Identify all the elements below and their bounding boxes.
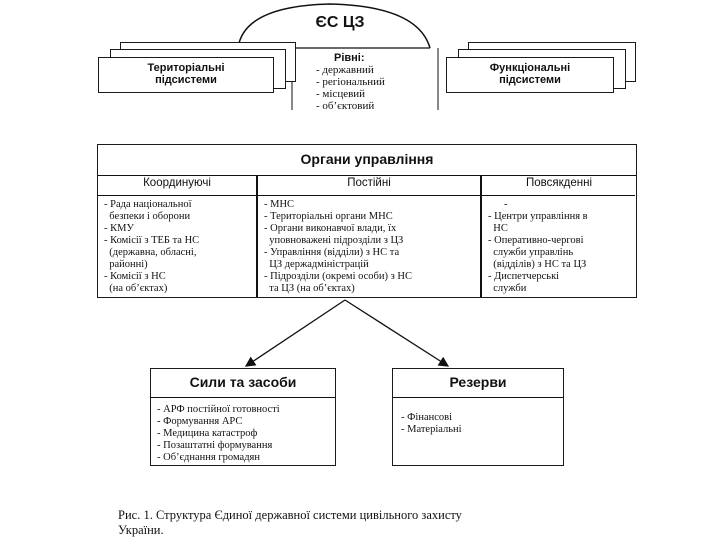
level-item: - державний bbox=[316, 64, 374, 76]
levels-title: Рівні: bbox=[334, 52, 365, 64]
caption-line-2: України. bbox=[118, 523, 164, 537]
list-item: районні) bbox=[104, 259, 148, 270]
levels-block: Рівні: - державний - регіональний - місц… bbox=[316, 52, 436, 112]
list-item: - Підрозділи (окремі особи) з НС bbox=[264, 271, 412, 282]
territorial-line-2: підсистеми bbox=[155, 74, 217, 86]
list-item: - Комісії з НС bbox=[104, 271, 166, 282]
system-title: ЄС ЦЗ bbox=[315, 14, 365, 31]
column-header-permanent: Постійні bbox=[347, 177, 391, 189]
forces-and-means-title: Сили та засоби bbox=[151, 369, 335, 398]
list-item: - Рада національної bbox=[104, 199, 192, 210]
arrow-to-reserves bbox=[344, 299, 450, 367]
reserves-box: Резерви - Фінансові - Матеріальні bbox=[392, 368, 564, 466]
forces-list: - АРФ постійної готовності - Формування … bbox=[151, 398, 335, 464]
list-item: - Диспетчерські bbox=[488, 271, 560, 282]
territorial-line-1: Територіальні bbox=[147, 62, 225, 74]
list-item: - Об’єднання громадян bbox=[157, 452, 260, 463]
list-item: - Оперативно-чергові bbox=[488, 235, 584, 246]
list-item: - АРФ постійної готовності bbox=[157, 404, 280, 415]
list-item: - Фінансові bbox=[401, 412, 453, 423]
list-item: - Центри управління в bbox=[488, 211, 588, 222]
list-item: - Управління (відділи) з НС та bbox=[264, 247, 400, 258]
forces-and-means-box: Сили та засоби - АРФ постійної готовност… bbox=[150, 368, 336, 466]
territorial-subsystems-box: Територіальні підсистеми bbox=[98, 57, 274, 93]
list-item: - Матеріальні bbox=[401, 424, 462, 435]
reserves-list: - Фінансові - Матеріальні bbox=[393, 398, 563, 436]
permanent-list: - МНС - Територіальні органи МНС - Орган… bbox=[264, 199, 478, 295]
column-divider-1 bbox=[256, 175, 258, 297]
list-item: - bbox=[504, 199, 508, 210]
functional-line-2: підсистеми bbox=[499, 74, 561, 86]
arrow-to-forces bbox=[244, 299, 346, 367]
list-item: - Комісії з ТЕБ та НС bbox=[104, 235, 200, 246]
functional-line-1: Функціональні bbox=[489, 62, 571, 74]
list-item: безпеки і оборони bbox=[104, 211, 191, 222]
column-header-daily: Повсякденні bbox=[525, 177, 592, 189]
column-header-coordinating: Координуючі bbox=[143, 177, 211, 189]
reserves-title: Резерви bbox=[393, 369, 563, 398]
list-item: служби bbox=[488, 283, 527, 294]
column-divider-2 bbox=[480, 175, 482, 297]
list-item: - Формування АРС bbox=[157, 416, 243, 427]
list-item: - Медицина катастроф bbox=[157, 428, 258, 439]
list-item: - Позаштатні формування bbox=[157, 440, 273, 451]
level-item: - об’єктовий bbox=[316, 100, 375, 112]
list-item: ЦЗ держадміністрацій bbox=[264, 259, 369, 270]
list-item: - КМУ bbox=[104, 223, 134, 234]
list-item: - Органи виконавчої влади, їх bbox=[264, 223, 397, 234]
top-dome-outline bbox=[237, 3, 431, 49]
level-item: - місцевий bbox=[316, 88, 366, 100]
list-item: та ЦЗ (на об’єктах) bbox=[264, 283, 355, 294]
coordinating-list: - Рада національної безпеки і оборони - … bbox=[104, 199, 254, 295]
list-item: уповноважені підрозділи з ЦЗ bbox=[264, 235, 404, 246]
list-item: (державна, обласні, bbox=[104, 247, 197, 258]
daily-list: - - Центри управління в НС - Оперативно-… bbox=[488, 199, 634, 295]
figure-caption: Рис. 1. Структура Єдиної державної систе… bbox=[118, 508, 678, 538]
list-item: (на об’єктах) bbox=[104, 283, 168, 294]
list-item: НС bbox=[488, 223, 508, 234]
management-organs-title: Органи управління bbox=[98, 145, 636, 176]
functional-subsystems-box: Функціональні підсистеми bbox=[446, 57, 614, 93]
caption-line-1: Рис. 1. Структура Єдиної державної систе… bbox=[118, 508, 462, 522]
list-item: служби управлінь bbox=[488, 247, 574, 258]
list-item: - МНС bbox=[264, 199, 295, 210]
list-item: - Територіальні органи МНС bbox=[264, 211, 393, 222]
list-item: (відділів) з НС та ЦЗ bbox=[488, 259, 587, 270]
level-item: - регіональний bbox=[316, 76, 385, 88]
column-header-row bbox=[98, 175, 635, 196]
management-organs-box: Органи управління Координуючі Постійні П… bbox=[97, 144, 637, 298]
